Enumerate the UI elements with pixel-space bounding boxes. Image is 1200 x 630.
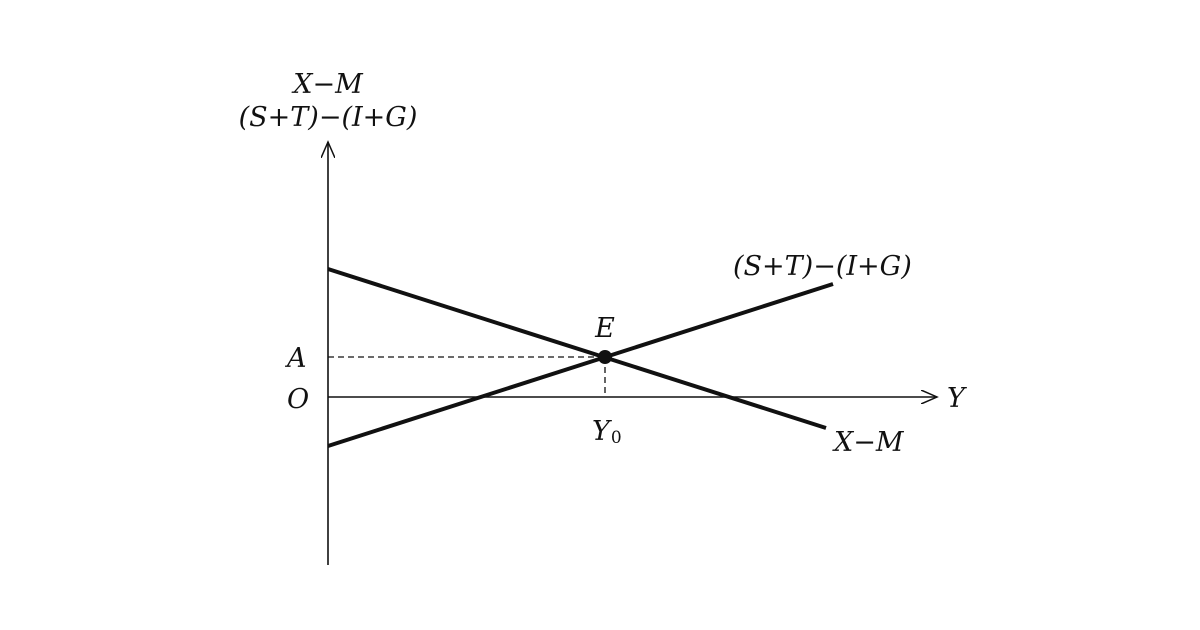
y-axis-label-line1: X−M xyxy=(291,69,364,100)
net-export-line xyxy=(327,267,827,430)
y0-label: Y0 xyxy=(592,416,622,448)
y0-subscript: 0 xyxy=(611,428,622,448)
a-label: A xyxy=(284,343,307,374)
saving-tax-line xyxy=(327,282,834,448)
saving-tax-line-label: (S+T)−(I+G) xyxy=(733,251,912,282)
y0-main: Y xyxy=(592,416,612,447)
equilibrium-label: E xyxy=(594,313,615,344)
y-axis-label-line2: (S+T)−(I+G) xyxy=(239,102,418,133)
origin-label: O xyxy=(287,384,309,415)
equilibrium-point xyxy=(598,350,612,364)
net-export-line-label: X−M xyxy=(832,427,905,458)
x-axis-label: Y xyxy=(947,383,967,414)
